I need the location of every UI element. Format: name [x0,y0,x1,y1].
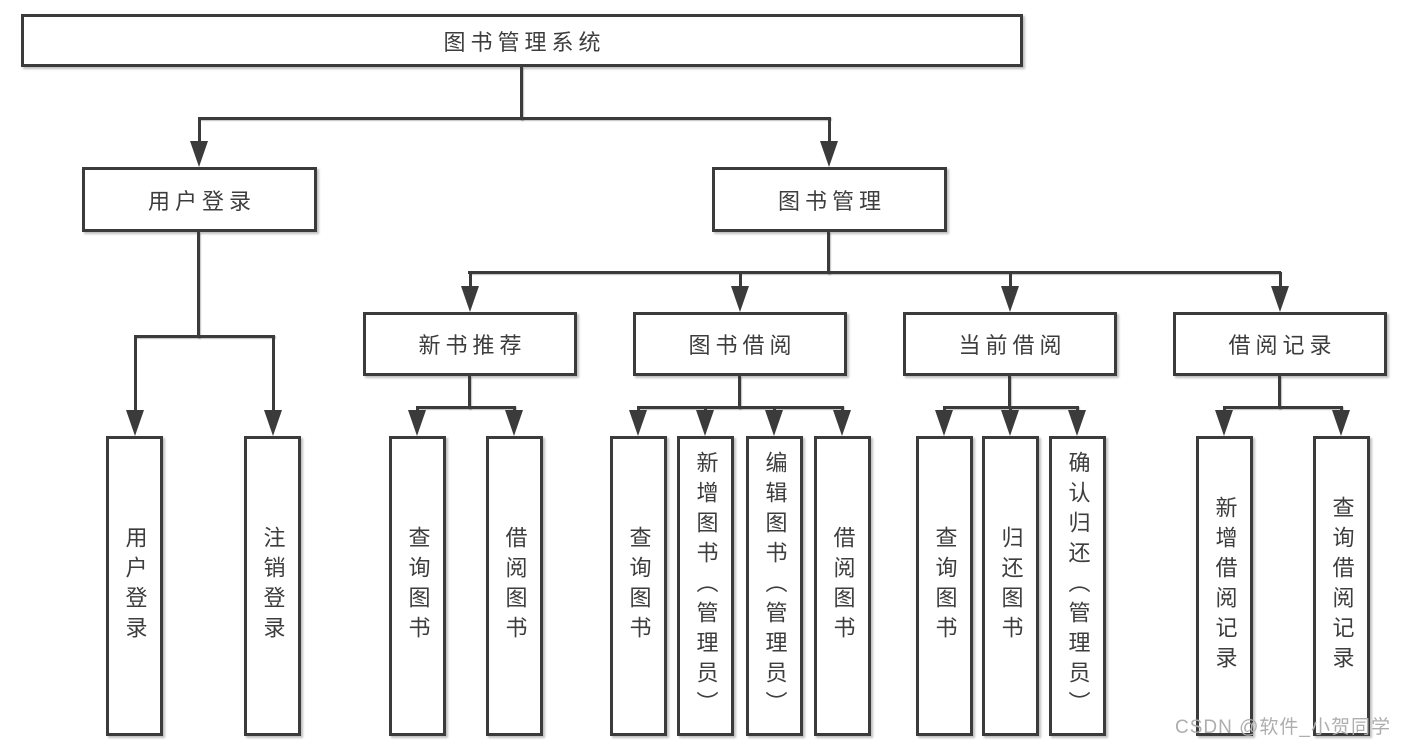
leaf-rec-borrow-book-label: 借阅图书 [502,526,528,646]
connector-recommend-stem [468,376,471,409]
leaf-bor-query-book: 查询图书 [610,436,667,736]
leaf-rec-query-book: 查询图书 [389,436,446,736]
leaf-edit-book-admin: 编辑图书（管理员） [746,436,803,736]
node-book-borrowing-label: 图书借阅 [688,333,797,358]
leaf-bor-query-book-label: 查询图书 [626,526,652,646]
leaf-query-borrow-record: 查询借阅记录 [1313,436,1370,736]
leaf-query-borrow-record-label: 查询借阅记录 [1329,496,1355,676]
node-borrow-records: 借阅记录 [1173,312,1387,376]
arrow-to-current-borrowing [1001,272,1019,312]
leaf-user-login-label: 用户登录 [122,526,148,646]
leaf-logout: 注销登录 [244,436,301,736]
node-book-management-label: 图书管理 [777,188,886,214]
leaf-edit-book-admin-label: 编辑图书（管理员） [762,451,788,721]
arrow-to-leaf-rec-borrow [505,407,523,436]
connector-current-stem [1008,376,1011,409]
leaf-user-login: 用户登录 [106,436,163,736]
node-book-management: 图书管理 [712,167,947,232]
arrow-to-borrow-records [1271,272,1289,312]
arrow-to-leaf-bor-borrow [833,407,851,436]
arrow-to-book-management [820,118,838,167]
node-library-system-label: 图书管理系统 [443,29,606,55]
leaf-add-book-admin-label: 新增图书（管理员） [693,451,719,721]
connector-level3-branch [468,271,1281,274]
connector-book-mgmt-stem [827,232,830,274]
leaf-rec-query-book-label: 查询图书 [405,526,431,646]
connector-root-stem [520,67,523,120]
arrow-to-user-login [190,118,208,167]
csdn-watermark: CSDN @软件_小贺同学 [1175,717,1391,738]
connector-records-branch [1223,406,1343,409]
leaf-bor-borrow-book-label: 借阅图书 [830,526,856,646]
connector-level1-branch [198,117,831,120]
node-new-book-recommend-label: 新书推荐 [418,333,527,358]
node-user-login-label: 用户登录 [147,188,256,214]
connector-recommend-branch [416,406,516,409]
arrow-to-leaf-bor-query [629,407,647,436]
leaf-return-book-label: 归还图书 [998,526,1024,646]
connector-borrowing-branch [637,406,844,409]
leaf-return-book: 归还图书 [982,436,1039,736]
node-user-login: 用户登录 [82,167,317,232]
leaf-add-borrow-record-label: 新增借阅记录 [1212,496,1238,676]
arrow-to-leaf-cur-query [935,407,953,436]
connector-borrowing-stem [738,376,741,409]
leaf-cur-query-book: 查询图书 [916,436,973,736]
node-current-borrowing: 当前借阅 [903,312,1117,376]
node-new-book-recommend: 新书推荐 [363,312,577,376]
leaf-logout-label: 注销登录 [260,526,286,646]
leaf-bor-borrow-book: 借阅图书 [814,436,871,736]
node-current-borrowing-label: 当前借阅 [958,333,1067,358]
arrow-to-new-book-recommend [461,272,479,312]
connector-login-branch [134,335,275,338]
arrow-to-leaf-user-login [126,336,144,436]
leaf-confirm-return-admin: 确认归还（管理员） [1049,436,1106,736]
leaf-confirm-return-admin-label: 确认归还（管理员） [1065,451,1091,721]
node-library-system: 图书管理系统 [21,14,1023,67]
leaf-cur-query-book-label: 查询图书 [932,526,958,646]
arrow-to-leaf-confirm-return [1068,407,1086,436]
arrow-to-leaf-return-book [1001,407,1019,436]
arrow-to-leaf-edit-book [765,407,783,436]
leaf-rec-borrow-book: 借阅图书 [486,436,543,736]
node-book-borrowing: 图书借阅 [633,312,847,376]
arrow-to-leaf-logout [264,336,282,436]
connector-user-login-stem [197,232,200,338]
arrow-to-leaf-query-record [1332,407,1350,436]
leaf-add-borrow-record: 新增借阅记录 [1196,436,1253,736]
connector-records-stem [1278,376,1281,409]
arrow-to-leaf-rec-query [408,407,426,436]
arrow-to-leaf-add-book [696,407,714,436]
leaf-add-book-admin: 新增图书（管理员） [677,436,734,736]
arrow-to-book-borrowing [731,272,749,312]
arrow-to-leaf-add-record [1215,407,1233,436]
node-borrow-records-label: 借阅记录 [1228,333,1337,358]
